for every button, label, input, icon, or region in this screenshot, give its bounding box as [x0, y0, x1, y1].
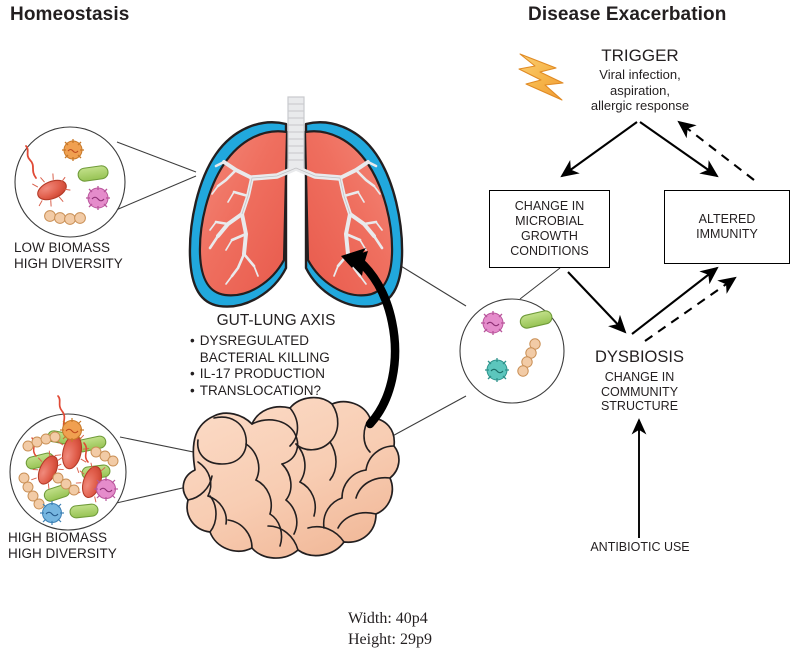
lightning-bolt-icon — [518, 53, 564, 101]
gut-lung-axis-bullet-item: • TRANSLOCATION? — [190, 383, 380, 400]
curved-arrow-gut-to-lung-icon — [341, 248, 400, 429]
flow-box-label: ALTERED IMMUNITY — [696, 212, 758, 241]
bullet-text: IL-17 PRODUCTION — [199, 366, 326, 381]
dysbiosis-subtitle: CHANGE IN COMMUNITY STRUCTURE — [600, 370, 679, 413]
dimensions-caption: Width: 40p4 Height: 29p9 — [348, 610, 432, 648]
gut-inset-label: HIGH BIOMASS HIGH DIVERSITY — [8, 530, 117, 561]
bullet-text: TRANSLOCATION? — [199, 382, 322, 398]
lung-microbe-circle — [14, 126, 126, 238]
dysbiosis-title: DYSBIOSIS — [595, 348, 684, 366]
panel-title-homeostasis: Homeostasis — [10, 4, 130, 25]
trigger-subtitle: Viral infection, aspiration, allergic re… — [590, 67, 690, 113]
gut-lung-axis-title: GUT-LUNG AXIS — [216, 312, 336, 329]
gut-lung-axis-bullet-item: • DYSREGULATED BACTERIAL KILLING — [190, 333, 380, 366]
gut-lung-axis-bullets: • DYSREGULATED BACTERIAL KILLING • IL-17… — [190, 333, 380, 399]
trigger-title: TRIGGER — [601, 46, 679, 65]
lungs-illustration — [188, 96, 404, 308]
bullet-text: DYSREGULATED BACTERIAL KILLING — [199, 333, 330, 365]
lung-inset-label: LOW BIOMASS HIGH DIVERSITY — [14, 240, 123, 271]
gut-lung-axis-bullet-item: • IL-17 PRODUCTION — [190, 366, 380, 383]
flow-box-change-in-microbial-growth-conditions[interactable]: CHANGE IN MICROBIAL GROWTH CONDITIONS — [489, 190, 610, 268]
bullet-glyph: • — [190, 366, 195, 381]
flow-box-label: CHANGE IN MICROBIAL GROWTH CONDITIONS — [510, 199, 589, 258]
panel-title-disease-exacerbation: Disease Exacerbation — [528, 4, 727, 25]
flow-arrows — [560, 120, 755, 538]
dysbiosis-microbe-circle — [459, 298, 565, 404]
bullet-glyph: • — [190, 333, 195, 348]
gut-microbe-circle — [9, 395, 127, 531]
bullet-glyph: • — [190, 382, 195, 398]
intestine-illustration — [182, 396, 400, 559]
antibiotic-use-label: ANTIBIOTIC USE — [590, 540, 690, 554]
flow-box-altered-immunity[interactable]: ALTERED IMMUNITY — [664, 190, 790, 264]
